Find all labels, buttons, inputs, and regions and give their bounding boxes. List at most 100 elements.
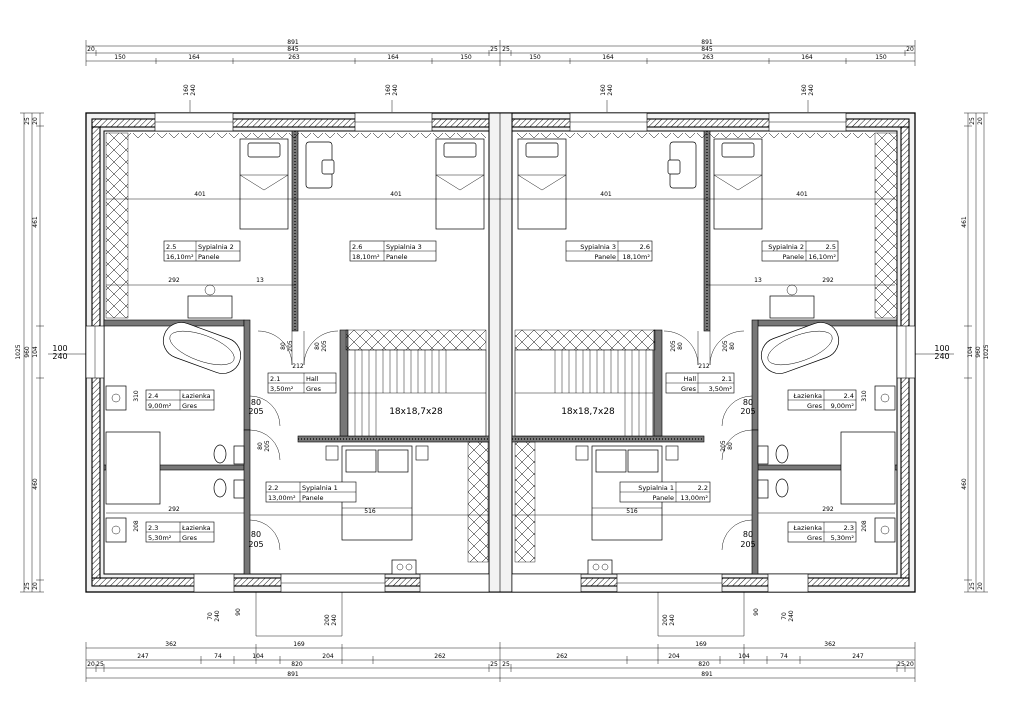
dim-top-seg: 164 (387, 54, 399, 61)
dim-bottom: 104 (738, 653, 750, 660)
room-floor: Gres (182, 534, 198, 542)
room-number: 2.3 (148, 524, 158, 532)
door-width: 80 (314, 342, 321, 350)
room-number: 2.1 (270, 375, 280, 383)
door-height: 205 (248, 407, 263, 416)
room-area: 9,00m² (148, 402, 172, 410)
room-number: 2.4 (148, 392, 158, 400)
room-name: Sypialnia 1 (638, 484, 674, 492)
side-dimensions: 1025 960 104 461 460 25 20 25 20 1025 96… (15, 112, 990, 593)
room-area: 13,00m² (680, 494, 708, 502)
room-floor: Gres (807, 402, 823, 410)
chair (321, 159, 335, 175)
window-height: 240 (392, 84, 399, 96)
dim-side-seg: 25 (24, 117, 31, 125)
room-label-2-5: Sypialnia 2 2.5 Panele 16,10m² (761, 240, 839, 262)
door-width: 80 (743, 398, 753, 407)
door-height: 205 (720, 440, 727, 452)
dim-side-outer: 1025 (983, 344, 990, 359)
window-height: 240 (331, 614, 338, 626)
room-area: 18,10m² (622, 253, 650, 261)
door-height: 205 (670, 340, 677, 352)
dim-top-seg: 150 (460, 54, 472, 61)
partition-dots (294, 131, 708, 440)
room-area: 16,10m² (808, 253, 836, 261)
room-name: Hall (306, 375, 319, 383)
dim-side-seg: 20 (977, 117, 984, 125)
dim-bottom: 20 (906, 661, 914, 668)
dim-inner: 13 (256, 277, 264, 284)
sink (769, 295, 815, 319)
room-floor: Panele (302, 494, 324, 502)
chimney (587, 559, 613, 575)
bottom-dimensions: 362 169 169 362 247 74 104 204 262 262 2… (85, 641, 916, 682)
door-width: 80 (727, 442, 734, 450)
dim-top-seg: 263 (288, 54, 300, 61)
dim-bottom: 169 (695, 641, 707, 648)
side-window-height: 240 (52, 352, 67, 361)
room-area: 5,30m² (148, 534, 172, 542)
dim-inner: 212 (698, 363, 710, 370)
dim-top-mid: 25 (502, 46, 510, 53)
window-width: 160 (385, 84, 392, 96)
dim-bottom: 104 (252, 653, 264, 660)
bathtub (162, 322, 242, 374)
door-width: 80 (251, 530, 261, 539)
door-height: 205 (248, 540, 263, 549)
dim-inner: 401 (194, 191, 206, 198)
door-height: 205 (321, 340, 328, 352)
room-floor: Panele (386, 253, 408, 261)
window-height: 240 (190, 84, 197, 96)
dim-bottom: 204 (322, 653, 334, 660)
room-number: 2.2 (268, 484, 278, 492)
window-sill: 90 (753, 608, 760, 616)
dim-inner: 208 (133, 520, 140, 532)
dim-side-seg: 25 (969, 117, 976, 125)
top-window-tags: 160 240 160 240 160 240 160 240 (183, 84, 815, 112)
dim-bottom: 25 (96, 661, 104, 668)
room-number: 2.2 (698, 484, 708, 492)
stairs-left: 18x18,7x28 (347, 349, 487, 437)
dim-side-seg: 20 (32, 117, 39, 125)
dim-bottom: 247 (852, 653, 864, 660)
dim-top-overall-left: 891 (287, 39, 299, 46)
window-width: 70 (207, 612, 214, 620)
dim-side-seg: 25 (24, 582, 31, 590)
dim-inner: 292 (822, 506, 834, 513)
dim-inner: 401 (600, 191, 612, 198)
dim-top-seg: 164 (602, 54, 614, 61)
sink (105, 517, 127, 543)
dim-inner: 208 (861, 520, 868, 532)
dim-top-seg: 150 (529, 54, 541, 61)
pillow (247, 142, 281, 158)
door-height: 205 (740, 407, 755, 416)
window-height: 240 (607, 84, 614, 96)
dim-top-overall-right: 891 (701, 39, 713, 46)
dim-top-mid: 20 (87, 46, 95, 53)
pillow (525, 142, 559, 158)
dim-bottom: 247 (137, 653, 149, 660)
door-width: 80 (743, 530, 753, 539)
room-area: 3,50m² (709, 385, 733, 393)
door-width: 80 (677, 342, 684, 350)
door-width: 80 (280, 342, 287, 350)
window-height: 240 (669, 614, 676, 626)
dim-inner: 516 (364, 508, 376, 515)
room-floor: Panele (198, 253, 220, 261)
dim-bottom-overall: 891 (287, 671, 299, 678)
stairs-label: 18x18,7x28 (389, 407, 443, 417)
room-area: 9,00m² (831, 402, 855, 410)
sink (187, 295, 233, 319)
room-number: 2.5 (826, 243, 836, 251)
room-labels-right: Sypialnia 3 2.6 Panele 18,10m² Sypialnia… (565, 240, 857, 543)
dim-bottom: 362 (165, 641, 177, 648)
room-area: 18,10m² (352, 253, 380, 261)
top-windows (85, 112, 916, 593)
dim-bottom: 169 (293, 641, 305, 648)
room-number: 2.1 (722, 375, 732, 383)
dim-inner: 516 (626, 508, 638, 515)
room-name: Łazienka (792, 392, 822, 400)
dim-bottom: 74 (214, 653, 222, 660)
sink (874, 517, 896, 543)
dim-bottom: 204 (668, 653, 680, 660)
